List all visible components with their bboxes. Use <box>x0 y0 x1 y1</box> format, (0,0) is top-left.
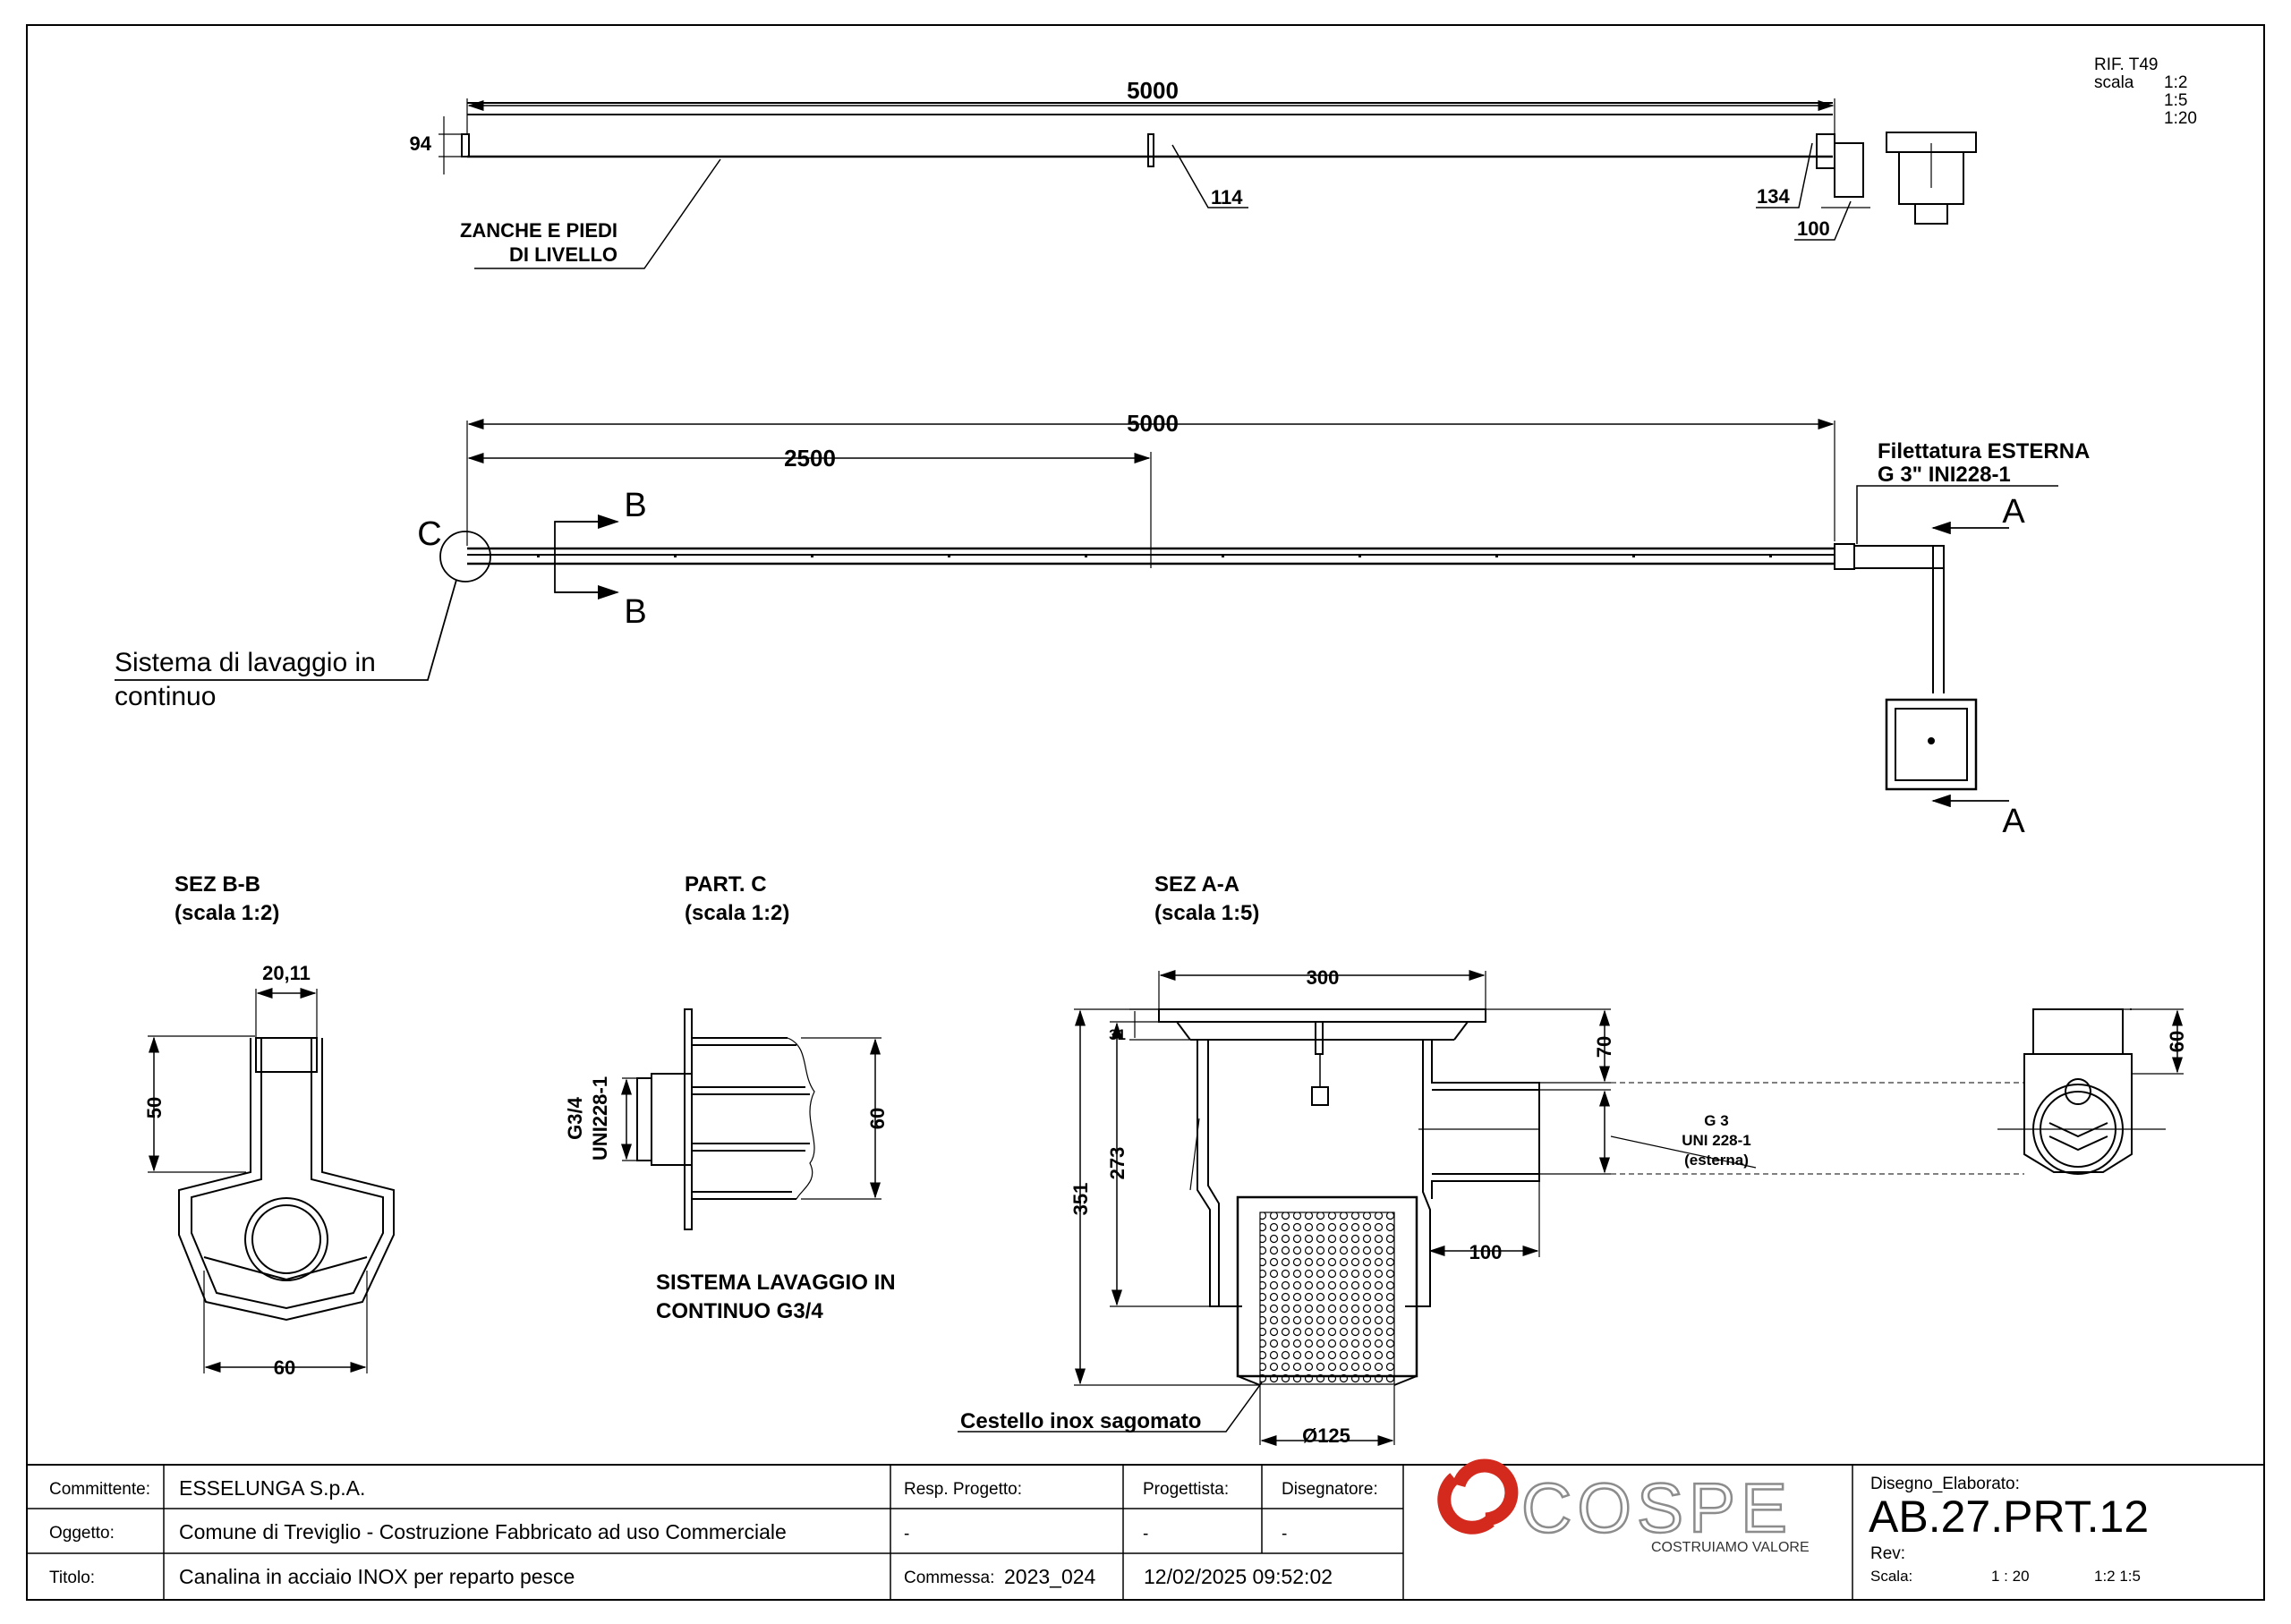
ref-scale-2: 1:5 <box>2164 91 2187 110</box>
cut-a-top: A <box>2002 493 2025 531</box>
sez-aa-width-dim: 300 <box>1307 966 1340 989</box>
rev-label: Rev: <box>1870 1544 1905 1563</box>
logo-mark-right <box>1452 1458 1519 1526</box>
thread-note-1: Filettatura ESTERNA <box>1878 439 2090 463</box>
cut-b-top: B <box>624 487 646 524</box>
detail-c-circle <box>439 531 491 582</box>
cut-b-bottom: B <box>624 593 646 631</box>
ref-scale-1: 1:2 <box>2164 73 2187 92</box>
ref-code: RIF. T49 <box>2094 55 2158 74</box>
plan-half-dim: 2500 <box>784 445 836 472</box>
disegno-code: AB.27.PRT.12 <box>1869 1492 2149 1542</box>
sez-bb-top-dim: 20,11 <box>262 962 311 984</box>
committente-value: ESSELUNGA S.p.A. <box>179 1476 365 1500</box>
part-c-note-1: SISTEMA LAVAGGIO IN <box>656 1271 896 1295</box>
sez-bb-title: SEZ B-B <box>175 872 260 897</box>
title-block <box>26 1464 2265 1601</box>
part-c-scale: (scala 1:2) <box>685 901 789 925</box>
detail-c-label: C <box>417 515 441 553</box>
commessa-value: 2023_024 <box>1004 1565 1096 1588</box>
top-height-dim: 94 <box>410 132 432 155</box>
zanche-note-2: DI LIVELLO <box>509 243 617 266</box>
sez-bb-height-dim: 50 <box>143 1097 166 1118</box>
wash-note-1: Sistema di lavaggio in <box>115 648 376 677</box>
resp-label: Resp. Progetto: <box>904 1480 1022 1499</box>
oggetto-value: Comune di Treviglio - Costruzione Fabbri… <box>179 1520 787 1543</box>
section-bb <box>148 988 395 1373</box>
oggetto-label: Oggetto: <box>49 1524 115 1543</box>
cut-a-bottom: A <box>2002 803 2025 840</box>
plan-length-dim: 5000 <box>1127 410 1179 437</box>
top-mid-dim: 114 <box>1211 186 1243 208</box>
detail-c <box>621 1008 881 1230</box>
sez-aa-body-dim: 273 <box>1106 1147 1128 1180</box>
sez-aa-thread-3: (esterna) <box>1684 1152 1749 1169</box>
sez-bb-width-dim: 60 <box>274 1356 295 1379</box>
top-end-dim: 134 <box>1757 185 1790 208</box>
zanche-note-1: ZANCHE E PIEDI <box>460 219 617 242</box>
disegnatore-value: - <box>1282 1525 1287 1543</box>
sez-bb-scale: (scala 1:2) <box>175 901 279 925</box>
sez-aa-diameter-dim: Ø125 <box>1302 1424 1350 1447</box>
brand-name: COSPE <box>1521 1468 1793 1547</box>
part-c-thread-1: G3/4 <box>564 1096 586 1139</box>
basket-note: Cestello inox sagomato <box>960 1409 1201 1433</box>
part-c-title: PART. C <box>685 872 767 897</box>
wash-note-2: continuo <box>115 682 216 711</box>
top-outlet-dim: 100 <box>1797 217 1830 240</box>
sez-aa-thread-2: UNI 228-1 <box>1682 1132 1750 1149</box>
scala-label: Scala: <box>1870 1568 1912 1585</box>
sez-aa-thread-1: G 3 <box>1704 1112 1728 1129</box>
titolo-label: Titolo: <box>49 1569 95 1587</box>
thread-note-2: G 3" INI228-1 <box>1878 463 2011 487</box>
ref-scala-label: scala <box>2094 73 2134 92</box>
progettista-label: Progettista: <box>1143 1480 1229 1499</box>
part-c-height-dim: 60 <box>866 1108 889 1129</box>
brand-tagline: COSTRUIAMO VALORE <box>1651 1540 1810 1555</box>
sez-aa-side-dim: 60 <box>2166 1031 2188 1052</box>
progettista-value: - <box>1143 1525 1148 1543</box>
plan-view-marks <box>537 554 1772 557</box>
scala-value-2: 1:2 1:5 <box>2094 1568 2141 1585</box>
plan-view <box>115 419 2058 808</box>
datetime-value: 12/02/2025 09:52:02 <box>1144 1565 1333 1588</box>
scale-reference: RIF. T49 scala 1:2 1:5 1:20 <box>2094 55 2197 128</box>
ref-scale-3: 1:20 <box>2164 109 2197 128</box>
disegnatore-label: Disegnatore: <box>1282 1480 1378 1499</box>
sez-aa-outlet-dim: 100 <box>1469 1241 1503 1263</box>
sez-aa-title: SEZ A-A <box>1154 872 1239 897</box>
sez-aa-scale: (scala 1:5) <box>1154 901 1259 925</box>
committente-label: Committente: <box>49 1480 150 1499</box>
part-c-note-2: CONTINUO G3/4 <box>656 1299 823 1323</box>
cospe-logo: COSPE COSTRUIAMO VALORE <box>1437 1458 1810 1555</box>
section-aa <box>958 970 2184 1446</box>
titolo-value: Canalina in acciaio INOX per reparto pes… <box>179 1565 575 1588</box>
logo-mark-left <box>1437 1473 1495 1535</box>
sez-aa-rim-dim: 31 <box>1109 1026 1126 1043</box>
sez-aa-total-dim: 351 <box>1069 1183 1092 1216</box>
commessa-label: Commessa: <box>904 1569 994 1587</box>
disegno-label: Disegno_Elaborato: <box>1870 1475 2020 1493</box>
resp-value: - <box>904 1525 909 1543</box>
sez-aa-depth-dim: 70 <box>1593 1036 1615 1058</box>
part-c-thread-2: UNI228-1 <box>589 1076 611 1161</box>
sheet-border <box>26 24 2265 1601</box>
top-length-dim: 5000 <box>1127 77 1179 104</box>
scala-value-1: 1 : 20 <box>1991 1568 2030 1585</box>
top-view <box>439 98 1977 269</box>
